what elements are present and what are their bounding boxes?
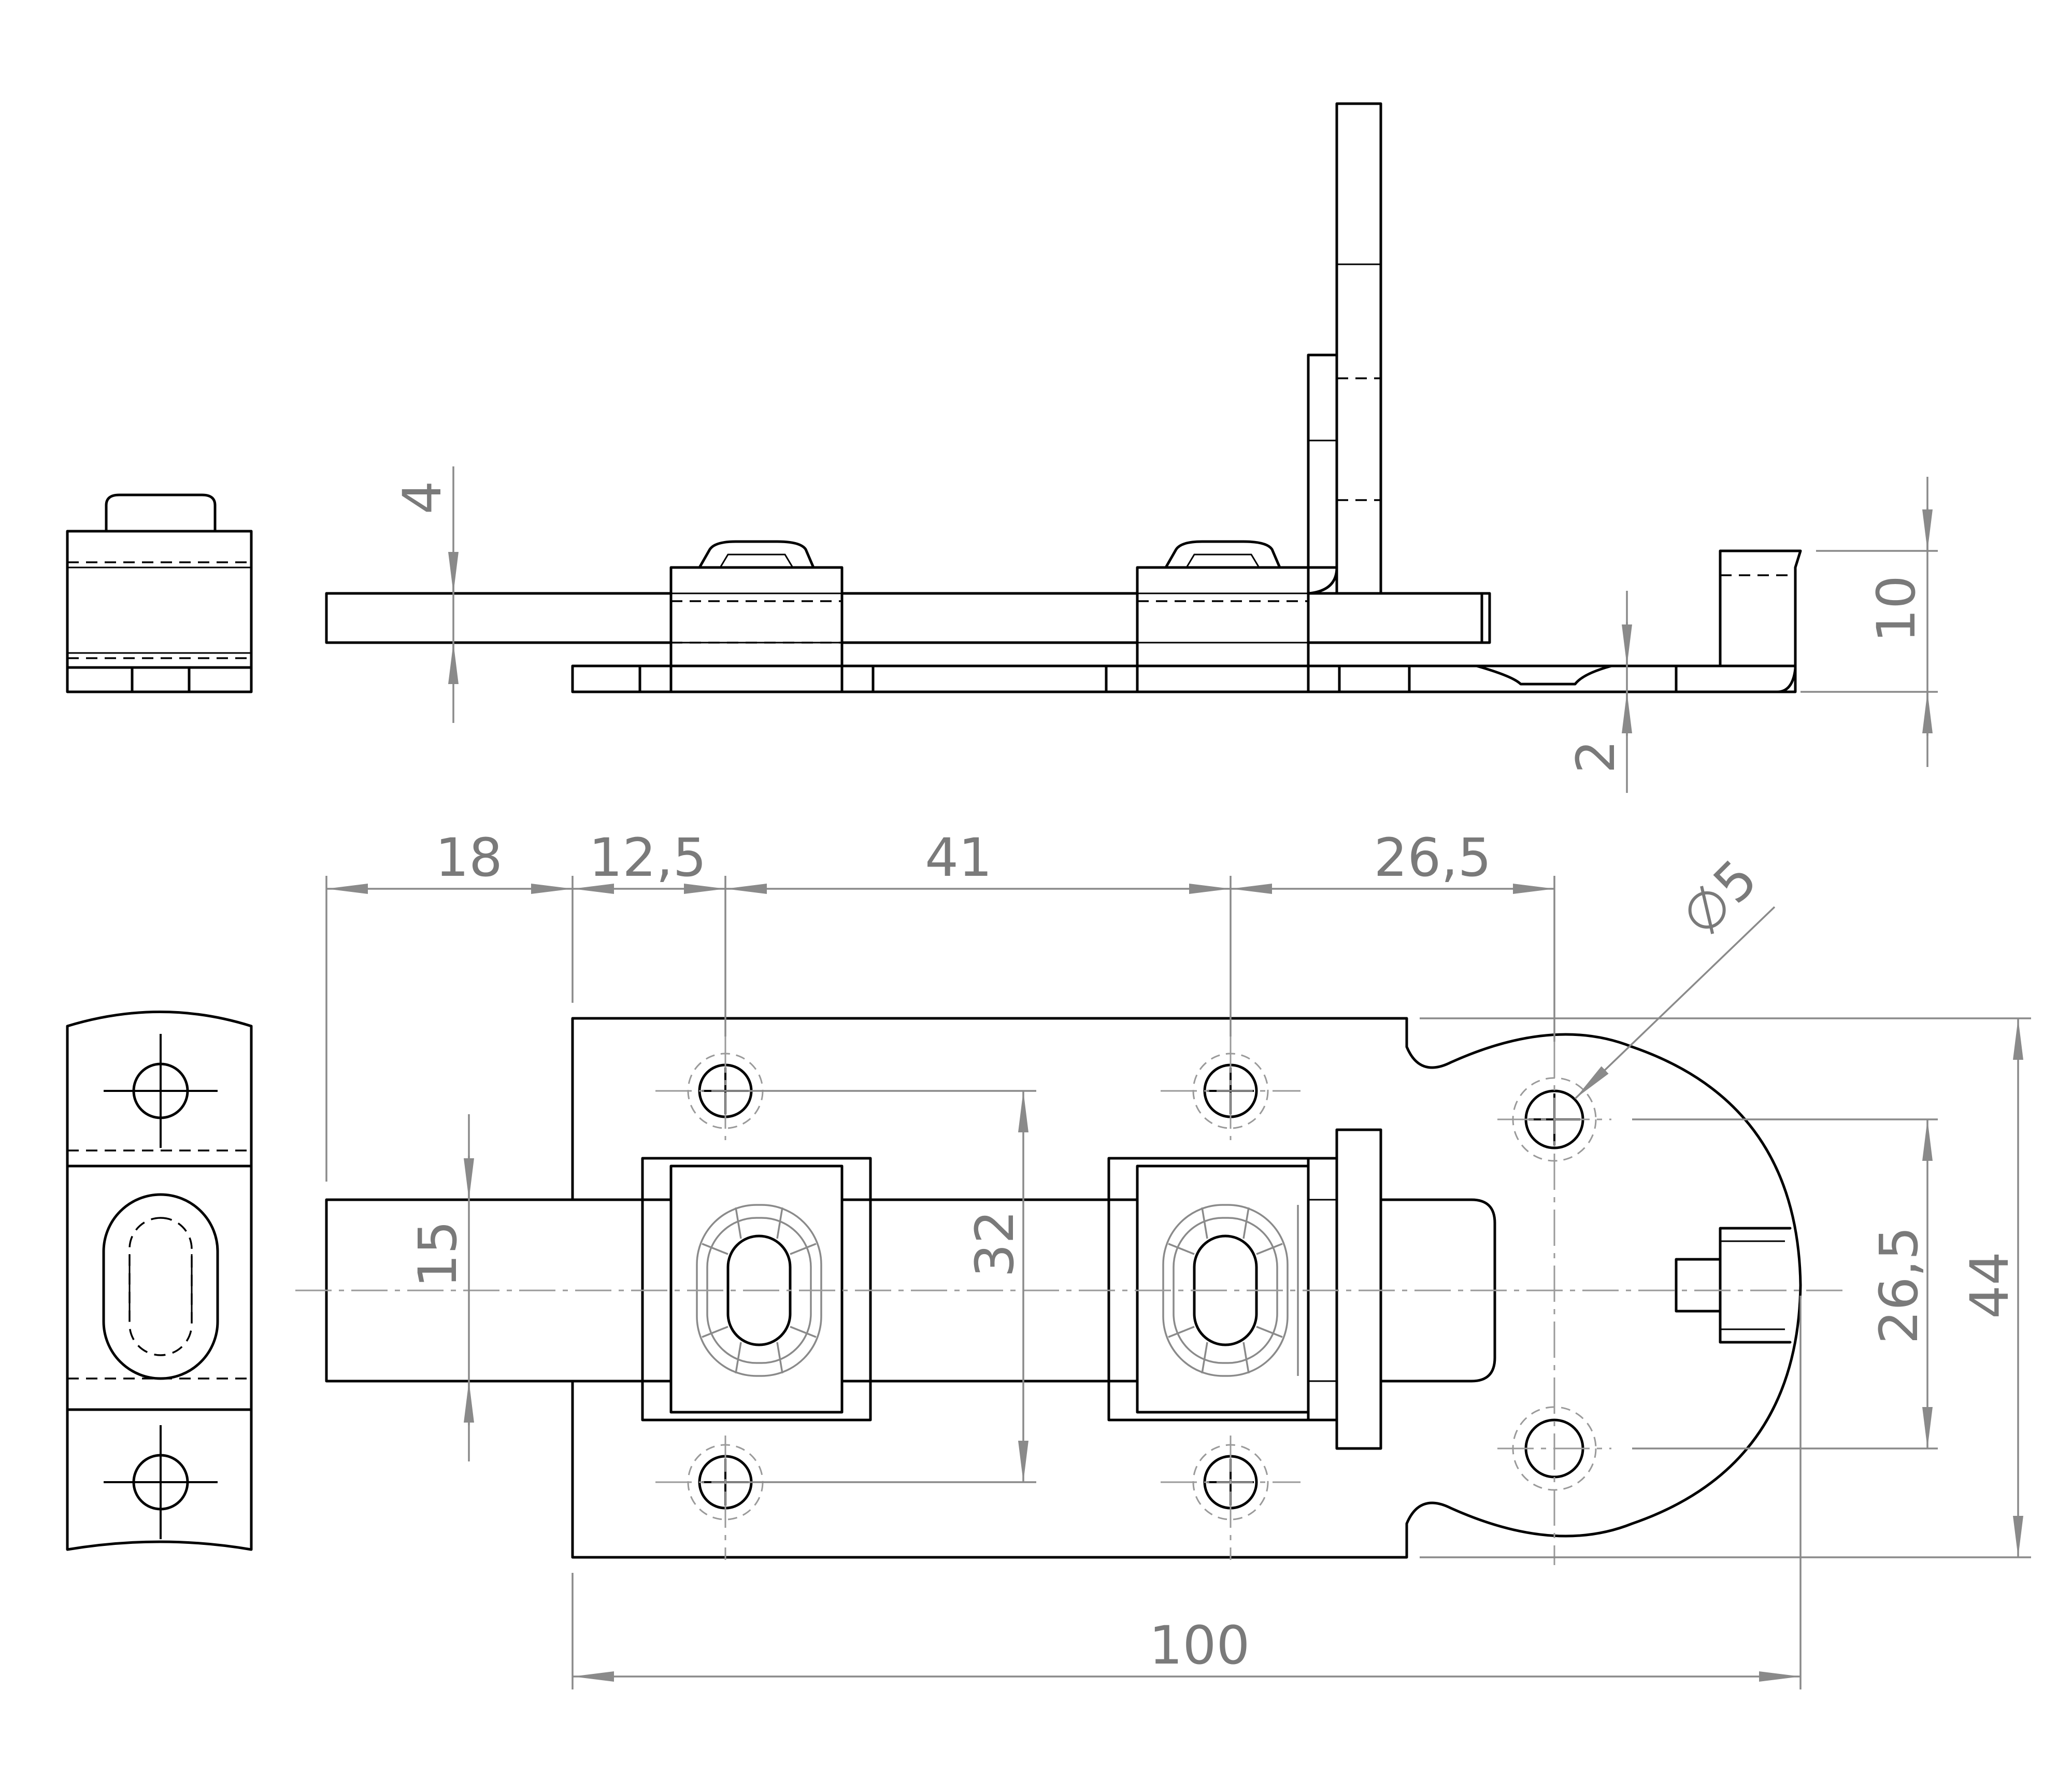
dim-top-12-5: 12,5 <box>589 827 706 889</box>
dim-bottom-100: 100 <box>1149 1615 1250 1677</box>
dim-right-44: 44 <box>1959 1252 2021 1319</box>
diameter-slash <box>1700 886 1714 934</box>
dim-side-10: 10 <box>1866 575 1927 643</box>
dim-side-2: 2 <box>1565 740 1627 774</box>
dim-top-41: 41 <box>925 827 992 889</box>
dimensions: 4 10 2 18 12,5 41 26,5 <box>325 466 2031 1689</box>
dim-diameter-5: 5 <box>1688 848 1769 934</box>
dim-holes-32: 32 <box>964 1210 1026 1277</box>
end-view-top <box>66 493 253 693</box>
end-view-front <box>66 1011 253 1551</box>
dim-bolt-15: 15 <box>407 1220 469 1288</box>
front-view <box>325 1017 1802 1559</box>
dim-diameter-5-value: 5 <box>1702 848 1769 915</box>
diameter-symbol-icon <box>1688 891 1726 929</box>
dim-right-26-5: 26,5 <box>1868 1226 1930 1344</box>
dim-top-26-5: 26,5 <box>1374 827 1491 889</box>
dim-side-4: 4 <box>392 481 453 515</box>
side-view <box>325 102 1802 693</box>
dim-top-18: 18 <box>435 827 503 889</box>
